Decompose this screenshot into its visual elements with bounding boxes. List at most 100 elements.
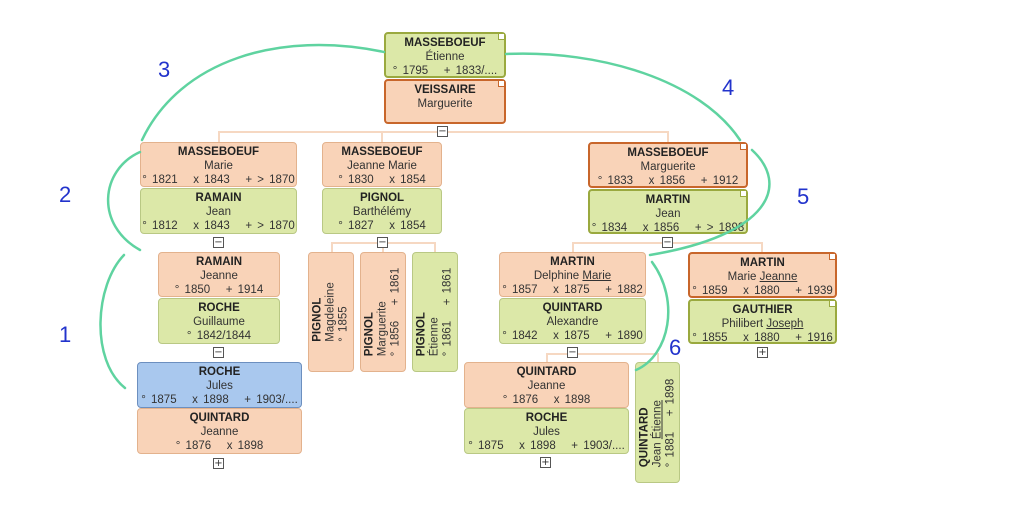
person-card-delphine-martin[interactable]: MARTIN Delphine Marie ° 1857 x 1875 + 18…: [499, 252, 646, 297]
connector-line: [546, 353, 548, 363]
path-step-number: 4: [722, 75, 735, 100]
collapse-toggle[interactable]: −: [567, 347, 578, 358]
person-card-jeanne-ramain[interactable]: RAMAIN Jeanne ° 1850 + 1914: [158, 252, 280, 297]
path-arc-4: [504, 52, 742, 142]
collapse-toggle[interactable]: −: [437, 126, 448, 137]
person-card-marguerite-masseboeuf[interactable]: MASSEBOEUF Marguerite ° 1833 x 1856 + 19…: [588, 142, 748, 188]
given-name: Marie Jeanne: [690, 270, 835, 284]
collapse-toggle[interactable]: −: [213, 237, 224, 248]
surname: GAUTHIER: [732, 304, 793, 316]
life-dates: ° 1827 x 1854: [338, 220, 426, 232]
life-dates: ° 1830 x 1854: [338, 174, 426, 186]
life-dates: ° 1842 x 1875 + 1890: [502, 330, 643, 342]
collapse-toggle[interactable]: −: [377, 237, 388, 248]
connector-line: [761, 242, 763, 252]
surname: MARTIN: [550, 256, 595, 268]
given-name: Barthélémy: [352, 206, 412, 218]
life-dates: ° 1857 x 1875 + 1882: [502, 284, 643, 296]
person-card-marguerite-pignol[interactable]: PIGNOL Marguerite ° 1856 + 1861: [360, 252, 406, 372]
given-name: Philibert Joseph: [690, 317, 835, 331]
given-name-plain: Philibert: [721, 318, 767, 330]
given-name: Delphine Marie: [500, 269, 645, 283]
surname: MASSEBOEUF: [341, 146, 423, 158]
life-dates: ° 1875 x 1898 + 1903/....: [468, 440, 625, 452]
surname: ROCHE: [525, 412, 568, 424]
surname: RAMAIN: [195, 192, 242, 204]
surname: MARTIN: [740, 257, 785, 269]
expand-toggle[interactable]: +: [757, 347, 768, 358]
surname: QUINTARD: [542, 302, 603, 314]
given-name: Marguerite: [417, 98, 473, 110]
person-card-jeanne-marie-masseboeuf[interactable]: MASSEBOEUF Jeanne Marie ° 1830 x 1854: [322, 142, 442, 187]
life-dates: ° 1855 x 1880 + 1916: [692, 332, 833, 344]
person-card-magdeleine-pignol[interactable]: PIGNOL Magdeleine ° 1855: [308, 252, 354, 372]
given-name-plain: Marie: [727, 271, 760, 283]
surname: QUINTARD: [189, 412, 250, 424]
path-step-number: 6: [669, 335, 682, 360]
surname: VEISSAIRE: [414, 84, 476, 96]
life-dates: ° 1850 + 1914: [174, 284, 264, 296]
path-arc-1: [99, 253, 127, 390]
life-dates: ° 1876 x 1898: [502, 394, 591, 406]
connector-line: [546, 353, 658, 355]
person-card-marie-masseboeuf[interactable]: MASSEBOEUF Marie ° 1821 x 1843 + > 1870: [140, 142, 297, 187]
path-step-number: 2: [59, 182, 72, 207]
given-name: Jeanne Marie: [347, 160, 417, 172]
expand-toggle[interactable]: +: [540, 457, 551, 468]
person-card-barthelemy-pignol[interactable]: PIGNOL Barthélémy ° 1827 x 1854: [322, 188, 442, 234]
surname: ROCHE: [198, 302, 240, 314]
life-dates: ° 1859 x 1880 + 1939: [692, 285, 833, 297]
person-card-guillaume-roche[interactable]: ROCHE Guillaume ° 1842/1844: [158, 298, 280, 344]
given-name: Marie: [204, 160, 233, 172]
path-arc-3: [140, 43, 386, 142]
person-card-jeanne-quintard-right[interactable]: QUINTARD Jeanne ° 1876 x 1898: [464, 362, 629, 408]
person-card-alexandre-quintard[interactable]: QUINTARD Alexandre ° 1842 x 1875 + 1890: [499, 298, 646, 344]
given-name: Jules: [206, 380, 233, 392]
given-name: Jeanne: [527, 380, 566, 392]
person-card-jean-ramain[interactable]: RAMAIN Jean ° 1812 x 1843 + > 1870: [140, 188, 297, 234]
surname: RAMAIN: [196, 256, 242, 268]
person-card-marie-jeanne-martin[interactable]: MARTIN Marie Jeanne ° 1859 x 1880 + 1939: [688, 252, 837, 298]
person-card-etienne-pignol[interactable]: PIGNOL Étienne ° 1861 + 1861: [412, 252, 458, 372]
surname: MARTIN: [645, 194, 691, 206]
life-dates: ° 1833 x 1856 + 1912: [597, 175, 739, 187]
collapse-toggle[interactable]: −: [662, 237, 673, 248]
life-dates: ° 1821 x 1843 + > 1870: [142, 174, 295, 186]
connector-line: [331, 242, 333, 252]
given-name: Étienne: [425, 51, 465, 63]
person-card-philibert-gauthier[interactable]: GAUTHIER Philibert Joseph ° 1855 x 1880 …: [688, 299, 837, 344]
connector-line: [667, 131, 669, 143]
note-corner-icon: [829, 300, 836, 307]
person-card-jean-martin[interactable]: MARTIN Jean ° 1834 x 1856 + > 1898: [588, 189, 748, 234]
path-step-number: 5: [797, 184, 810, 209]
person-card-marguerite-veissaire[interactable]: VEISSAIRE Marguerite: [384, 79, 506, 124]
surname: MASSEBOEUF: [404, 37, 486, 49]
life-dates: ° 1842/1844: [186, 330, 252, 342]
path-arc-2: [106, 150, 142, 252]
given-name: Guillaume: [193, 316, 245, 328]
path-step-number: 3: [158, 57, 171, 82]
usual-given-name: Marie: [582, 270, 612, 282]
connector-line: [572, 242, 574, 252]
path-step-number: 1: [59, 322, 72, 347]
connector-line: [657, 353, 659, 363]
life-dates: ° 1875 x 1898 + 1903/....: [141, 394, 298, 406]
collapse-toggle[interactable]: −: [213, 347, 224, 358]
given-name: Jules: [533, 426, 560, 438]
given-name: Alexandre: [546, 316, 599, 328]
person-card-etienne-masseboeuf[interactable]: MASSEBOEUF Étienne ° 1795 + 1833/....: [384, 32, 506, 78]
person-card-jules-roche-right[interactable]: ROCHE Jules ° 1875 x 1898 + 1903/....: [464, 408, 629, 454]
person-card-jules-roche-root[interactable]: ROCHE Jules ° 1875 x 1898 + 1903/....: [137, 362, 302, 408]
surname: QUINTARD: [516, 366, 577, 378]
person-card-jean-etienne-quintard[interactable]: QUINTARD Jean Étienne ° 1881 + 1898: [635, 362, 680, 483]
connector-line: [218, 131, 220, 143]
note-corner-icon: [829, 253, 836, 260]
expand-toggle[interactable]: +: [213, 458, 224, 469]
note-corner-icon: [740, 190, 747, 197]
life-dates: ° 1812 x 1843 + > 1870: [142, 220, 295, 232]
surname: PIGNOL: [359, 192, 405, 204]
person-card-jeanne-quintard-left[interactable]: QUINTARD Jeanne ° 1876 x 1898: [137, 408, 302, 454]
surname: MASSEBOEUF: [177, 146, 260, 158]
surname: MASSEBOEUF: [627, 147, 709, 159]
